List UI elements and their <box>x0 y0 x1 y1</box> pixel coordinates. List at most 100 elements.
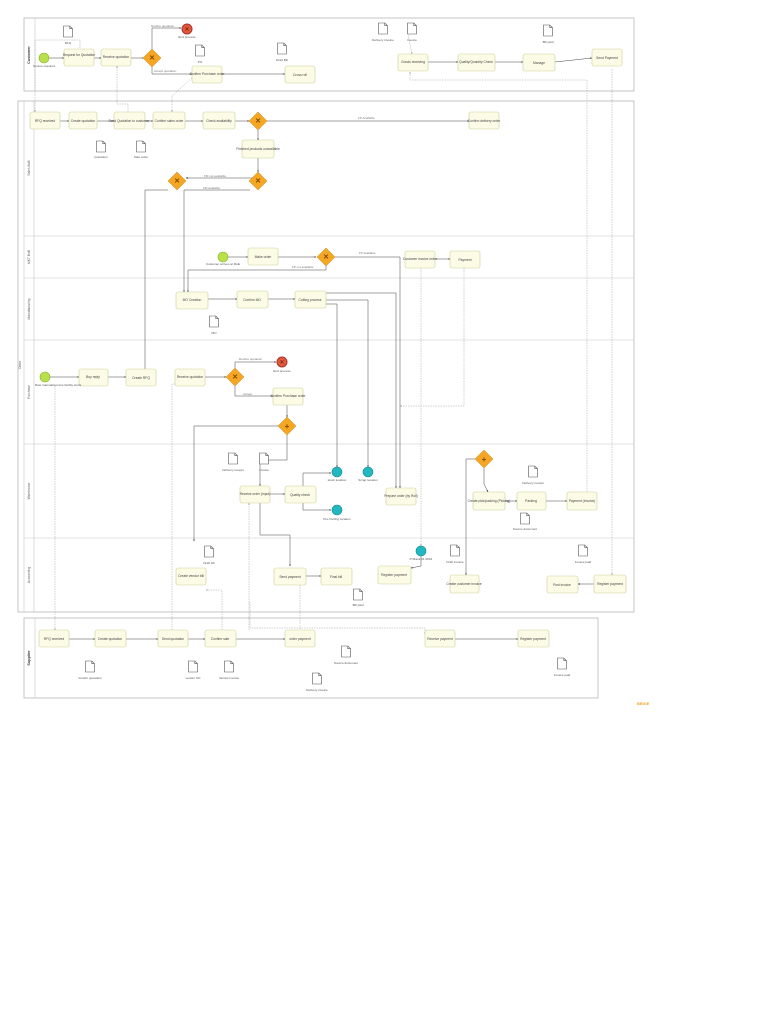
task-s-confirm-sales[interactable]: Confirm sales order <box>152 111 186 130</box>
task-a-create-customer-invoice[interactable]: Create customer invoice <box>446 574 482 594</box>
event-w-stock[interactable]: stock location <box>328 466 347 482</box>
task-label: Finished products unavailable <box>236 147 280 151</box>
task-p-confirm-po[interactable]: Confirm Purchase order <box>271 387 307 406</box>
task-c-request-quotation[interactable]: Request for Quotation <box>63 48 95 67</box>
event-c-start[interactable]: Source required <box>33 52 55 68</box>
doc-label: Source document <box>513 527 537 531</box>
task-c-confirm-po[interactable]: Confirm Purchase order <box>190 65 226 84</box>
task-c-receive-quotation[interactable]: Receive quotation <box>100 48 132 67</box>
doc-icon: Invoice <box>259 452 269 472</box>
svg-text:Packing: Packing <box>525 499 537 503</box>
doc-icon: Bill paid <box>543 24 554 44</box>
event-w-pre-cutting[interactable]: Pre-Cutting location <box>323 504 351 521</box>
svg-text:Make order: Make order <box>255 255 273 259</box>
gateway-warehouse-parallel[interactable]: + <box>474 449 494 469</box>
task-m-payment[interactable]: Payment <box>449 250 481 269</box>
task-s-confirm-delivery[interactable]: Confirm delivery order <box>468 111 501 130</box>
task-w-create-pick[interactable]: Create pick/packing (Picking) <box>468 491 511 511</box>
event-p-start[interactable]: Raw material/service facility stock <box>35 371 82 387</box>
gateway-sales-fm[interactable]: ✕ <box>167 171 187 191</box>
task-c-quality-check[interactable]: Quality/Quantity Check <box>457 53 496 72</box>
task-a-post-invoice[interactable]: Post invoice <box>546 575 579 594</box>
task-a-register-payment1[interactable]: Register payment <box>377 565 412 585</box>
doc-icon: vendor SO <box>186 660 201 680</box>
svg-text:Confirm Purchase order: Confirm Purchase order <box>271 394 307 398</box>
doc-icon: RFQ <box>63 25 73 45</box>
event-label: Pi Bank 01 0001 <box>410 557 433 561</box>
svg-text:Receive order (input): Receive order (input) <box>240 492 271 496</box>
svg-text:✕: ✕ <box>255 178 261 185</box>
task-m-make-order[interactable]: Make order <box>247 247 279 266</box>
gateway-sales-availability[interactable]: ✕ <box>248 111 268 131</box>
task-mf-confirm-mo[interactable]: Confirm MO <box>236 290 269 309</box>
task-w-payment-invoice[interactable]: Payment (Invoice) <box>566 491 598 511</box>
gateway-mkt[interactable]: ✕ <box>316 247 336 267</box>
documents: RFQ PO Draft Bill Delivery invoice Invoi… <box>63 22 592 692</box>
task-a-send-payment[interactable]: Send payment <box>273 567 307 586</box>
task-c-manage[interactable]: Manage <box>522 53 556 72</box>
task-p-buy-reply[interactable]: Buy reply <box>78 368 109 387</box>
doc-icon: Quotation <box>94 140 108 159</box>
task-c-cross-roll[interactable]: Cross roll <box>284 65 316 84</box>
task-s-check-availability[interactable]: Check availability <box>202 111 236 130</box>
task-label: Send payment <box>279 575 300 579</box>
task-s-rfq-received[interactable]: RFQ received <box>29 111 61 130</box>
gateway-purchase[interactable]: ✕ <box>225 367 245 387</box>
event-c-end[interactable]: ✕End process <box>178 23 196 39</box>
task-m-customer-invoice[interactable]: Customer invoice order <box>403 250 438 269</box>
task-label: Confirm sale <box>211 637 230 641</box>
doc-label: Draft Bill <box>276 58 288 62</box>
doc-icon: Draft Bill <box>276 42 288 62</box>
task-label: Register payment <box>597 582 623 586</box>
doc-label: Draft invoice <box>446 560 463 564</box>
task-label: Create quotation <box>71 119 96 123</box>
svg-text:Create customer invoice: Create customer invoice <box>446 582 482 586</box>
task-a-register-payment2[interactable]: Register payment <box>593 574 627 594</box>
svg-text:Post invoice: Post invoice <box>553 583 571 587</box>
event-label: Customer arrives at MoE <box>206 262 240 266</box>
svg-text:Register payment: Register payment <box>597 582 623 586</box>
task-a-create-vendor-bill[interactable]: Create vendor bill <box>175 567 207 586</box>
label-c-decline: Decline quotation <box>151 24 175 28</box>
event-w-scrap[interactable]: Scrap location <box>358 466 378 482</box>
task-su-create-quotation[interactable]: Create quotation <box>94 629 127 648</box>
svg-text:Check availability: Check availability <box>206 119 232 123</box>
task-c-goods-receiving[interactable]: Goods receiving <box>397 53 429 72</box>
svg-text:✕: ✕ <box>255 118 261 125</box>
task-su-register-payment[interactable]: Register payment <box>517 629 550 648</box>
task-su-order-payment[interactable]: order payment <box>284 629 316 648</box>
svg-text:Confirm delivery order: Confirm delivery order <box>468 119 501 123</box>
task-s-products-unavailable[interactable]: Finished products unavailable <box>236 139 280 159</box>
gateway-purchase-parallel[interactable]: + <box>277 416 297 436</box>
task-su-confirm-sale[interactable]: Confirm sale <box>204 629 237 648</box>
task-p-create-rfq[interactable]: Create RFQ <box>125 368 157 387</box>
task-label: Post invoice <box>553 583 571 587</box>
task-label: Cutting process <box>299 298 322 302</box>
task-c-send-payment[interactable]: Send Payment <box>591 48 623 67</box>
task-su-rfq-received[interactable]: RFQ received <box>38 629 70 648</box>
task-s-create-quotation[interactable]: Create quotation <box>68 111 98 130</box>
doc-label: Delivery invoice <box>306 688 328 692</box>
lane-sales-title: Sales BoB <box>27 160 31 176</box>
task-mf-mo-creation[interactable]: MO Creation <box>175 291 209 310</box>
task-w-prepare-order[interactable]: Prepare order (by Roll) <box>384 487 418 506</box>
task-label: Confirm Purchase order <box>190 72 226 76</box>
task-p-receive-quotation[interactable]: Receive quotation <box>174 368 206 387</box>
doc-icon: Sale order <box>134 140 148 159</box>
task-mf-cutting[interactable]: Cutting process <box>294 290 327 309</box>
task-su-send-quotation[interactable]: Send quotation <box>157 629 189 648</box>
doc-label: MO <box>212 331 218 335</box>
event-p-end[interactable]: ✕End process <box>273 356 291 373</box>
task-w-packing[interactable]: Packing <box>516 491 547 511</box>
task-su-receive-payment[interactable]: Receive payment <box>424 629 456 648</box>
gateway-customer[interactable]: ✕ <box>142 48 162 68</box>
task-a-final-bill[interactable]: Final bill <box>320 567 353 586</box>
task-w-quality-check[interactable]: Quality check <box>284 485 317 504</box>
gateway-sales-join[interactable]: ✕ <box>248 171 268 191</box>
svg-text:Confirm MO: Confirm MO <box>243 298 261 302</box>
event-a-pay[interactable]: Pi Bank 01 0001 <box>410 545 433 561</box>
svg-text:Final bill: Final bill <box>330 575 342 579</box>
event-m-start[interactable]: Customer arrives at MoE <box>206 251 240 266</box>
task-s-send-quotation[interactable]: Send Quotation to customer <box>108 111 150 130</box>
task-w-receive-order[interactable]: Receive order (input) <box>240 485 271 504</box>
